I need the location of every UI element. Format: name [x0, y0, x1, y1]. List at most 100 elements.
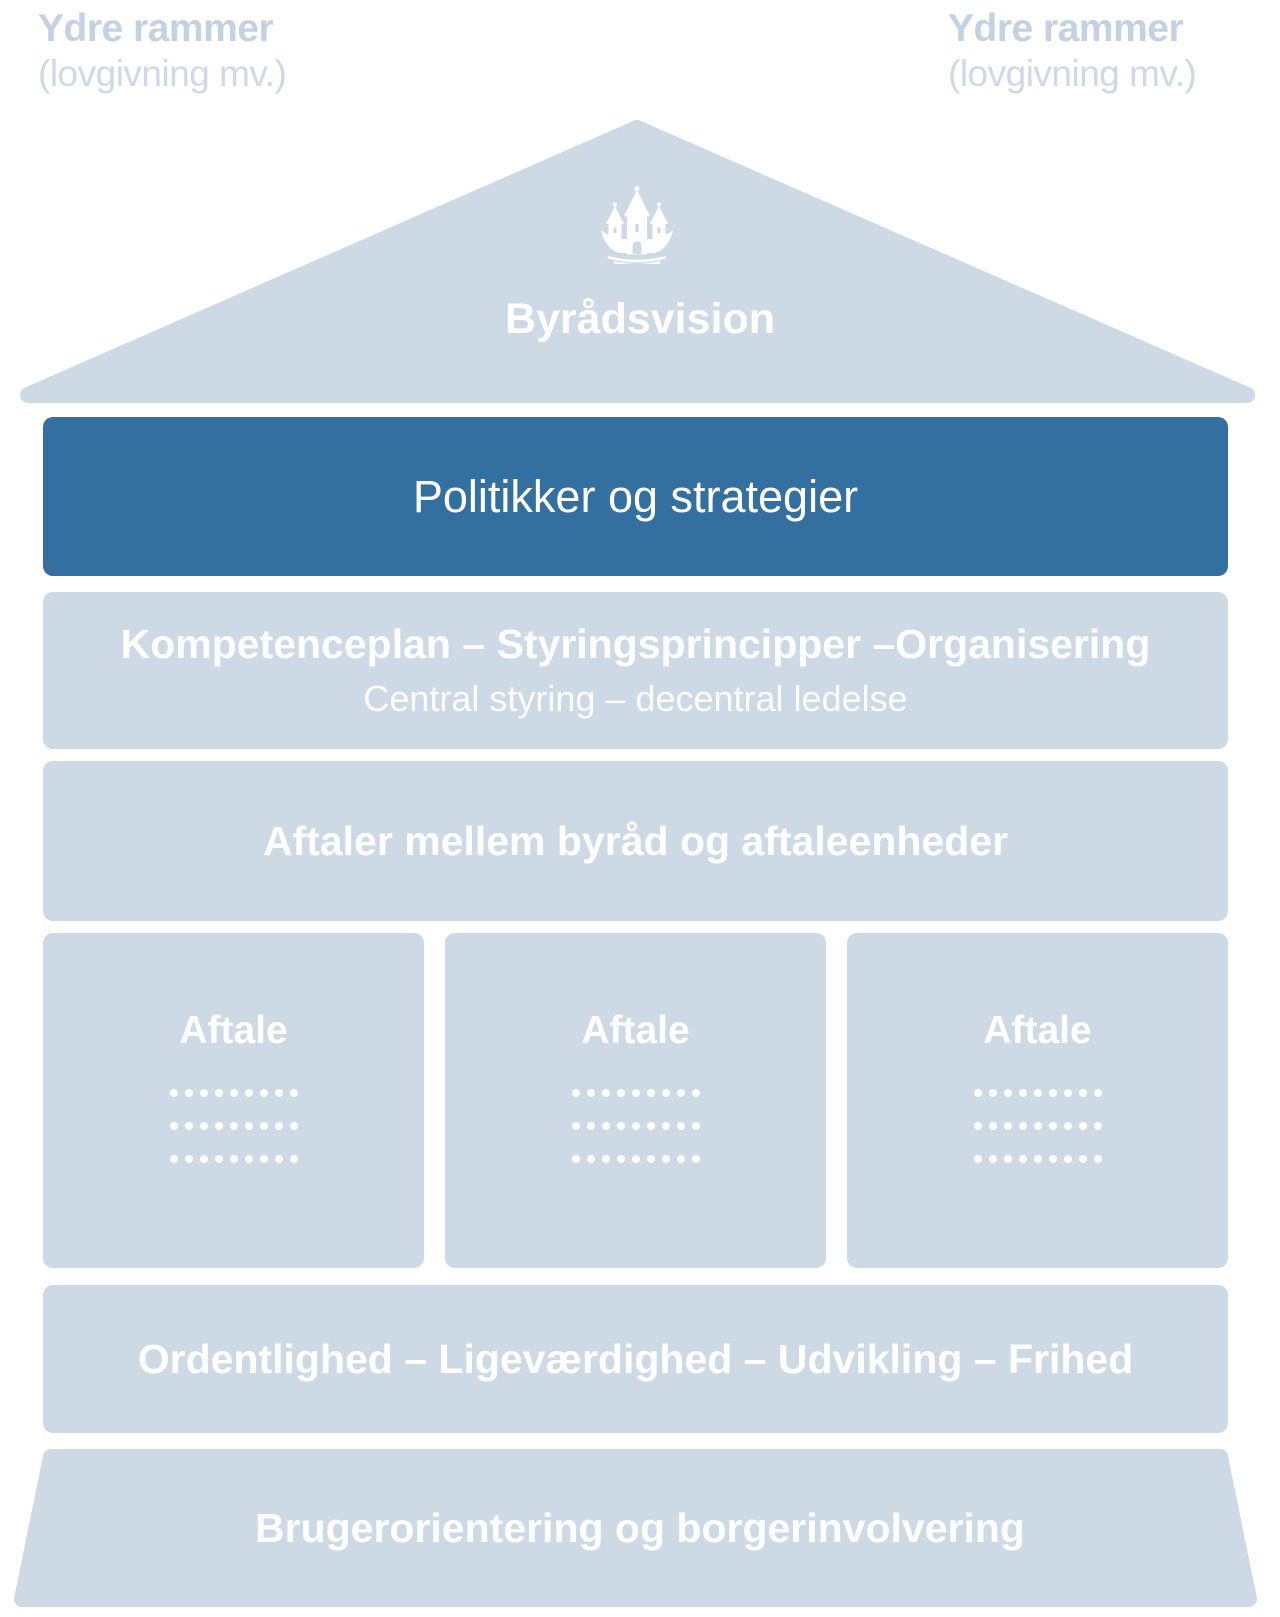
dot: [1093, 1122, 1102, 1130]
dot: [214, 1089, 223, 1097]
dots-row: [169, 1089, 298, 1097]
dot: [601, 1122, 610, 1130]
band-agreements-label: Aftaler mellem byråd og aftaleenheder: [262, 817, 1009, 864]
dot: [1093, 1089, 1102, 1097]
dot: [169, 1122, 178, 1130]
dot: [1033, 1122, 1042, 1130]
dots-row: [571, 1089, 700, 1097]
dot: [274, 1122, 283, 1130]
band-competence-title: Kompetenceplan – Styringsprincipper –Org…: [120, 621, 1151, 667]
dot: [988, 1089, 997, 1097]
dot: [244, 1122, 253, 1130]
outer-frame-label-right: Ydre rammer (lovgivning mv.): [948, 6, 1197, 96]
dots-row: [973, 1089, 1102, 1097]
dot: [244, 1155, 253, 1163]
dot: [214, 1155, 223, 1163]
dot: [199, 1122, 208, 1130]
band-values: Ordentlighed – Ligeværdighed – Udvikling…: [43, 1285, 1228, 1433]
dot: [259, 1122, 268, 1130]
dots-row: [571, 1122, 700, 1130]
band-agreements: Aftaler mellem byråd og aftaleenheder: [43, 761, 1228, 921]
dot: [988, 1122, 997, 1130]
dot: [1003, 1089, 1012, 1097]
dot: [646, 1122, 655, 1130]
dots-row: [973, 1122, 1102, 1130]
dot: [1063, 1089, 1072, 1097]
dots-row: [169, 1155, 298, 1163]
placeholder-dots: [571, 1089, 700, 1163]
dot: [1003, 1122, 1012, 1130]
band-values-label: Ordentlighed – Ligeværdighed – Udvikling…: [137, 1335, 1134, 1382]
dot: [169, 1089, 178, 1097]
dots-row: [571, 1155, 700, 1163]
dot: [676, 1089, 685, 1097]
dot: [571, 1089, 580, 1097]
dot: [1018, 1122, 1027, 1130]
dot: [1063, 1155, 1072, 1163]
dot: [631, 1122, 640, 1130]
dot: [259, 1155, 268, 1163]
outer-frame-subtitle: (lovgivning mv.): [948, 53, 1197, 95]
dots-row: [973, 1155, 1102, 1163]
dot: [274, 1155, 283, 1163]
dot: [1063, 1122, 1072, 1130]
dot: [1033, 1089, 1042, 1097]
band-competence-subtitle: Central styring – decentral ledelse: [363, 678, 908, 719]
agreement-boxes-row: Aftale Aftale Aftale: [43, 933, 1228, 1268]
dot: [1078, 1089, 1087, 1097]
dot: [571, 1155, 580, 1163]
dot: [586, 1089, 595, 1097]
dot: [586, 1122, 595, 1130]
dots-row: [169, 1122, 298, 1130]
dot: [274, 1089, 283, 1097]
dot: [1003, 1155, 1012, 1163]
dot: [571, 1122, 580, 1130]
dot: [601, 1155, 610, 1163]
dot: [1033, 1155, 1042, 1163]
dot: [661, 1155, 670, 1163]
dot: [661, 1089, 670, 1097]
dot: [229, 1122, 238, 1130]
dot: [184, 1155, 193, 1163]
dot: [691, 1122, 700, 1130]
dot: [289, 1155, 298, 1163]
dot: [676, 1155, 685, 1163]
dot: [616, 1089, 625, 1097]
dot: [214, 1122, 223, 1130]
dot: [199, 1089, 208, 1097]
outer-frame-title: Ydre rammer: [948, 7, 1184, 50]
dot: [289, 1089, 298, 1097]
dot: [691, 1155, 700, 1163]
dot: [973, 1155, 982, 1163]
dot: [259, 1089, 268, 1097]
dot: [1048, 1089, 1057, 1097]
dot: [289, 1122, 298, 1130]
dot: [631, 1155, 640, 1163]
dot: [988, 1155, 997, 1163]
agreement-box: Aftale: [847, 933, 1228, 1268]
dot: [646, 1155, 655, 1163]
band-policies: Politikker og strategier: [43, 417, 1228, 576]
agreement-box-title: Aftale: [179, 1009, 288, 1052]
dot: [229, 1155, 238, 1163]
dot: [646, 1089, 655, 1097]
dot: [631, 1089, 640, 1097]
band-competence: Kompetenceplan – Styringsprincipper –Org…: [43, 592, 1228, 749]
dot: [1048, 1122, 1057, 1130]
dot: [616, 1122, 625, 1130]
outer-frame-label-left: Ydre rammer (lovgivning mv.): [38, 6, 287, 96]
dot: [661, 1122, 670, 1130]
dot: [169, 1155, 178, 1163]
dot: [1078, 1155, 1087, 1163]
agreement-box-title: Aftale: [581, 1009, 690, 1052]
castle-ship-icon: [601, 186, 673, 264]
foundation-shape: [14, 1449, 1257, 1607]
placeholder-dots: [169, 1089, 298, 1163]
dot: [1078, 1122, 1087, 1130]
dot: [1018, 1155, 1027, 1163]
dot: [601, 1089, 610, 1097]
dot: [229, 1089, 238, 1097]
outer-frame-title: Ydre rammer: [38, 7, 274, 50]
dot: [1048, 1155, 1057, 1163]
